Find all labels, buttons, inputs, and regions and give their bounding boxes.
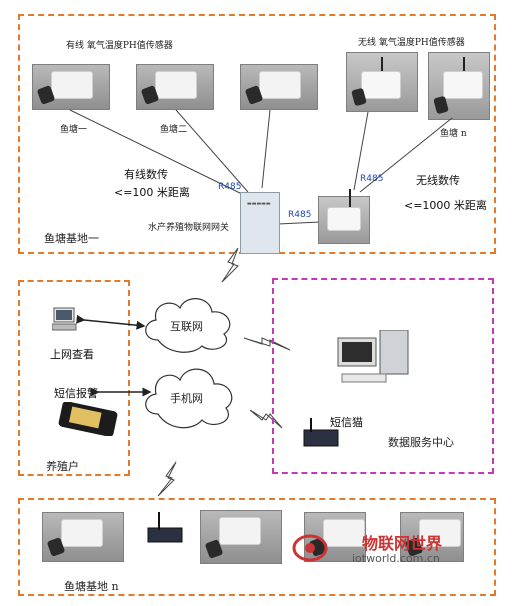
wired-sensor-1 [32,64,110,110]
wireless-sensor-1 [346,52,418,112]
wireless-sensor-2 [428,52,490,120]
pond-n-sensor-4 [400,512,464,562]
wired-sensor-title: 有线 氧气温度PH值传感器 [66,41,173,51]
pond-label-1: 鱼塘一 [60,125,88,135]
wired-sensor-3 [240,64,318,110]
wireless-distance-label: <=1000 米距离 [404,199,487,212]
iot-gateway-device: ▬▬▬▬▬ [240,192,280,254]
wireless-transceiver [318,189,370,244]
wired-transfer-label: 有线数传 [124,168,168,181]
r485-label-1: R485 [218,182,242,192]
wireless-sensor-title: 无线 氧气温度PH值传感器 [358,38,465,48]
pond-n-sensor-1 [42,512,124,562]
pond-n-sensor-3 [304,512,366,562]
mobile-network-label: 手机网 [170,392,203,405]
pond1-wires [69,109,453,225]
pond-label-2: 鱼塘二 [160,125,188,135]
farmer-frame [18,280,130,476]
pond-base-n-frame [18,498,496,596]
pond-n-sensor-2 [200,510,282,564]
phone-icon [58,402,118,436]
data-center-label: 数据服务中心 [388,436,454,449]
wired-distance-label: <=100 米距离 [114,186,190,199]
sms-modem-label: 短信猫 [330,416,363,429]
watermark-logo-icon [292,534,328,562]
sms-modem-icon [303,418,339,447]
gateway-label: 水产养殖物联网网关 [148,223,230,233]
watermark-url: iotworld.com.cn [352,552,440,565]
r485-label-2: R485 [360,174,384,184]
sms-alarm-label: 短信报警 [54,387,98,400]
wireless-transfer-label: 无线数传 [416,174,460,187]
data-center-frame [272,278,494,474]
wired-sensor-2 [136,64,214,110]
farmer-area-label: 养殖户 [46,460,79,473]
internet-label: 互联网 [170,320,203,333]
internet-cloud [145,298,231,353]
web-view-label: 上网查看 [50,348,94,361]
pond-n-transceiver-icon [147,512,183,543]
mobile-network-cloud [145,368,233,429]
watermark-brand: 物联网世界 [362,534,443,553]
pond-base-1-label: 鱼塘基地一 [44,232,99,245]
computer-icon [52,307,77,331]
r485-label-3: R485 [288,210,312,220]
pond-base-n-label: 鱼塘基地 n [64,580,119,593]
server-computer-icon [337,330,409,383]
pond-label-n: 鱼塘 n [440,129,467,139]
